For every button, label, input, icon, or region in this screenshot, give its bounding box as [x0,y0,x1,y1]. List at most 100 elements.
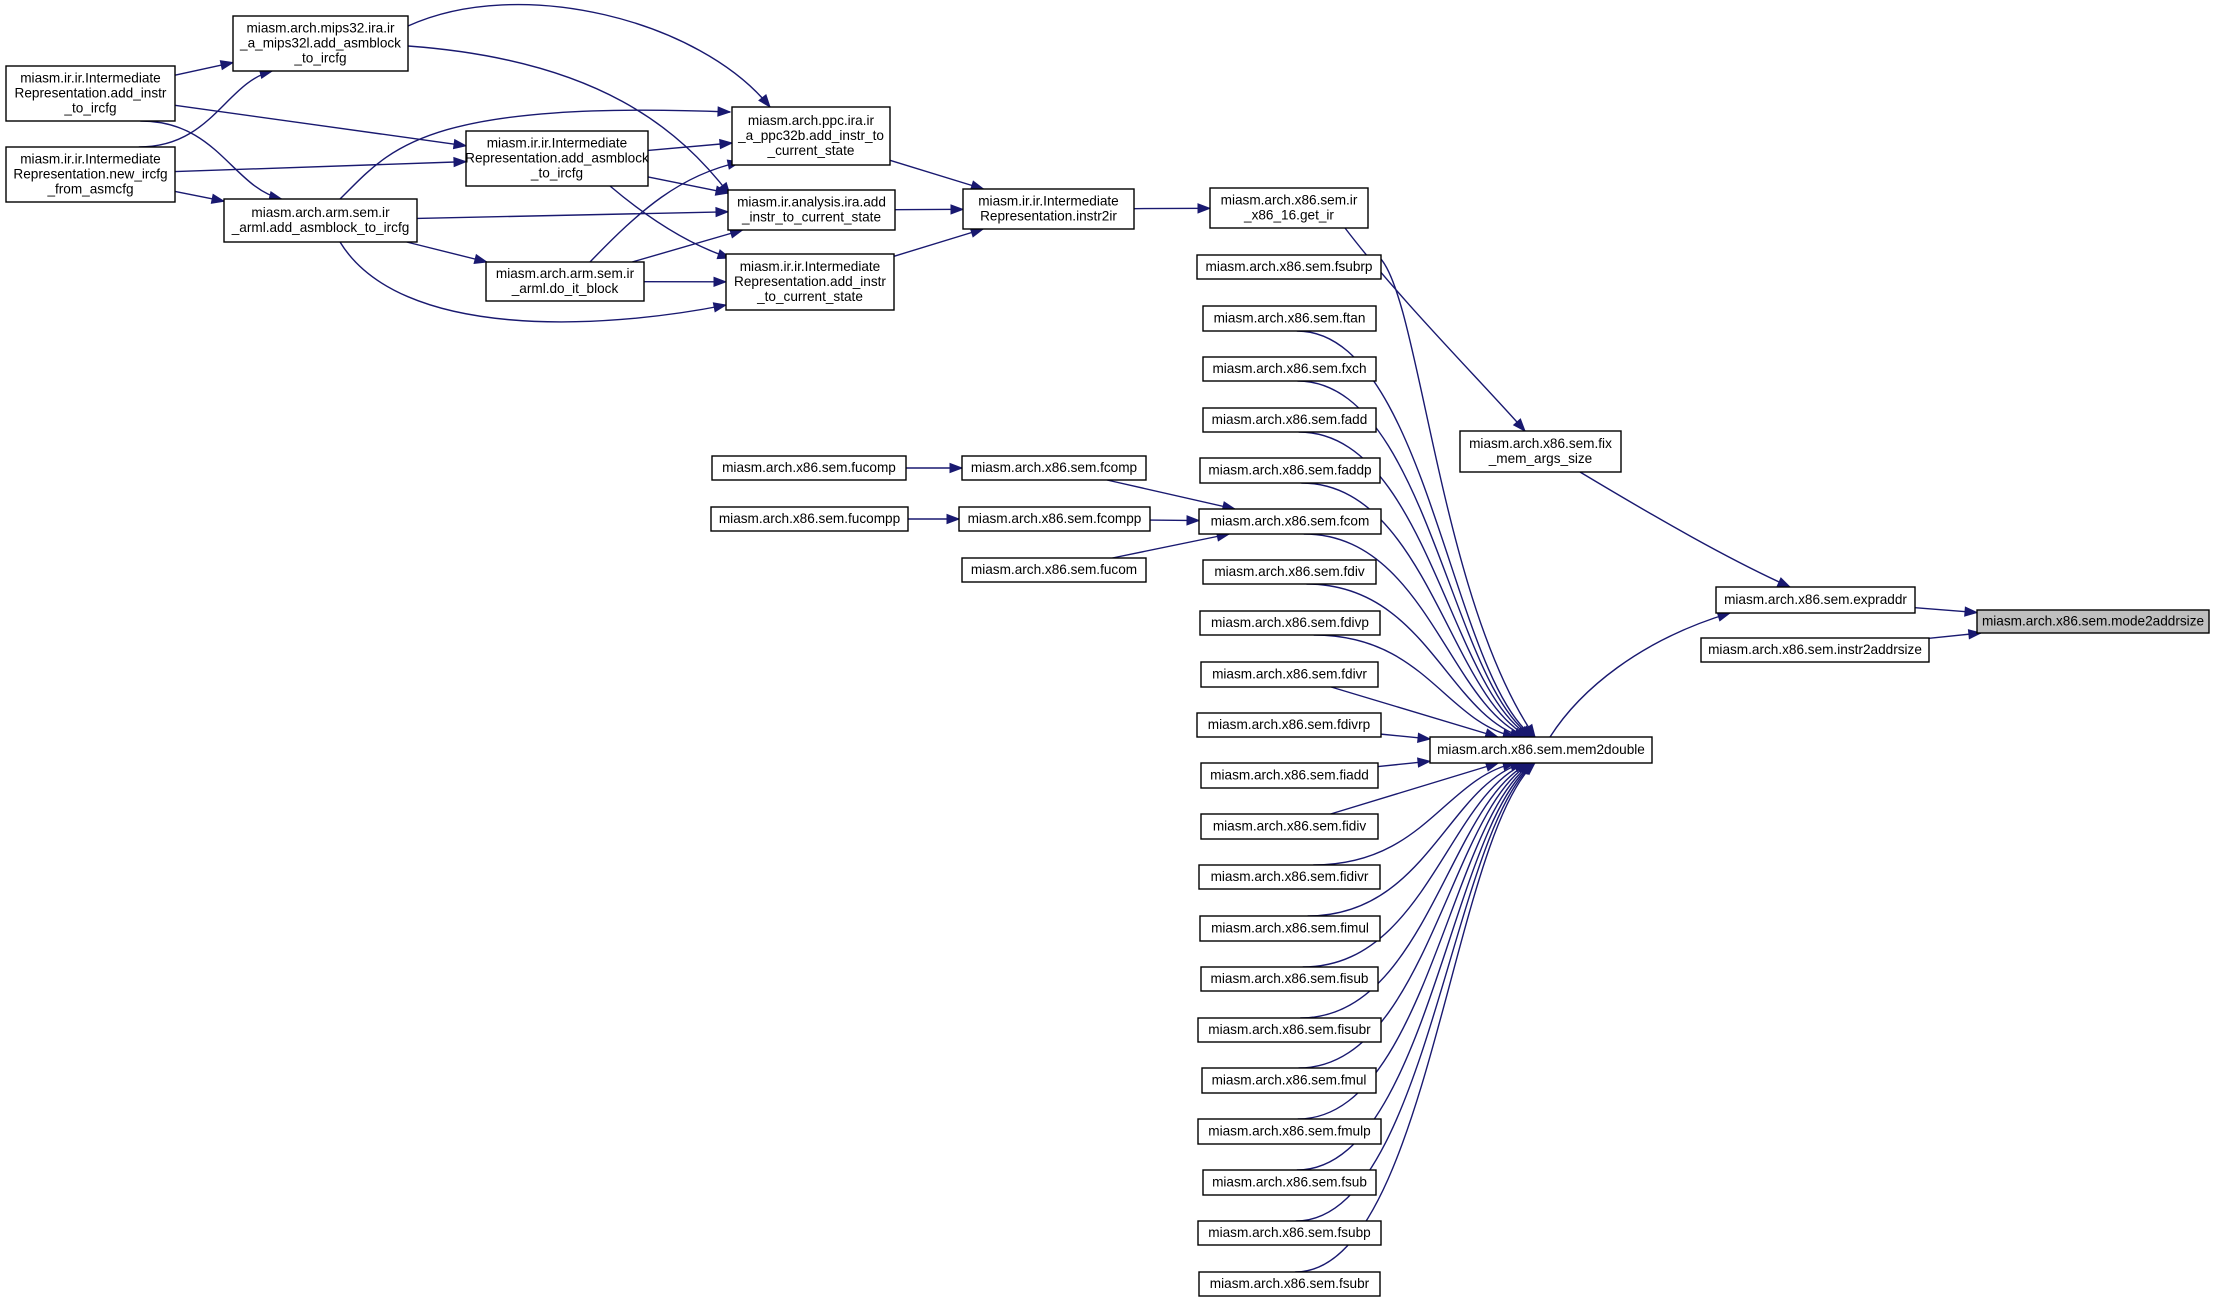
node-arm_do_it[interactable]: miasm.arch.arm.sem.ir_arml.do_it_block [485,261,645,302]
node-label: _instr_to_current_state [741,210,881,225]
edge-line [174,104,467,147]
node-fcom[interactable]: miasm.arch.x86.sem.fcom [1198,508,1382,535]
node-box [711,455,907,481]
node-mem2double[interactable]: miasm.arch.x86.sem.mem2double [1429,736,1653,764]
edge-line [893,228,984,257]
edge-arrowhead [713,276,728,288]
edge-arrowhead [452,138,468,150]
node-label: miasm.arch.arm.sem.ir [251,205,390,220]
node-box [1209,187,1369,229]
node-fmulp[interactable]: miasm.arch.x86.sem.fmulp [1197,1118,1382,1145]
edge-line [416,211,729,220]
node-label: _arml.do_it_block [511,281,619,296]
node-fidiv[interactable]: miasm.arch.x86.sem.fidiv [1200,813,1379,840]
node-box [1200,813,1379,840]
edge-line [1379,257,1536,738]
node-label: miasm.arch.x86.sem.ftan [1214,311,1366,326]
node-label: miasm.arch.x86.sem.ir [1221,193,1358,208]
edge-arrowhead [719,138,734,150]
node-box [727,189,896,231]
node-ppc_add[interactable]: miasm.arch.ppc.ira.ir_a_ppc32b.add_instr… [731,106,891,166]
node-instr2ir[interactable]: miasm.ir.ir.IntermediateRepresentation.i… [962,188,1135,230]
node-ir_new_ircfg[interactable]: miasm.ir.ir.IntermediateRepresentation.n… [5,146,176,203]
node-fucomp[interactable]: miasm.arch.x86.sem.fucomp [711,455,907,481]
node-fsubp[interactable]: miasm.arch.x86.sem.fsubp [1197,1220,1382,1246]
node-fcompp[interactable]: miasm.arch.x86.sem.fcompp [958,506,1151,532]
node-fadd[interactable]: miasm.arch.x86.sem.fadd [1202,407,1377,433]
node-expraddr[interactable]: miasm.arch.x86.sem.expraddr [1715,586,1916,614]
node-label: Representation.add_instr [15,86,167,101]
node-fix_mem[interactable]: miasm.arch.x86.sem.fix_mem_args_size [1459,430,1622,473]
edge-ir_new_ircfg-to-ir_add_asm [174,156,468,173]
node-fdivp[interactable]: miasm.arch.x86.sem.fdivp [1199,610,1381,636]
node-ira_add[interactable]: miasm.ir.analysis.ira.add_instr_to_curre… [727,189,896,231]
node-box [465,130,649,187]
node-fdivr[interactable]: miasm.arch.x86.sem.fdivr [1200,661,1379,688]
node-box [1429,736,1653,764]
node-get_ir[interactable]: miasm.arch.x86.sem.ir_x86_16.get_ir [1209,187,1369,229]
edge-ir_new_ircfg-to-arm_asm [174,190,226,204]
node-box [1196,254,1382,280]
node-box [5,146,176,203]
node-fisub[interactable]: miasm.arch.x86.sem.fisub [1200,966,1379,992]
node-arm_asm[interactable]: miasm.arch.arm.sem.ir_arml.add_asmblock_… [223,198,418,243]
node-label: _a_mips32l.add_asmblock [239,36,401,51]
edge-fiadd-to-mem2double [1377,757,1432,768]
node-box [1200,661,1379,688]
node-mips_asm[interactable]: miasm.arch.mips32.ira.ir_a_mips32l.add_a… [232,15,409,72]
node-label: miasm.arch.ppc.ira.ir [748,113,875,128]
node-label: _arml.add_asmblock_to_ircfg [231,220,410,235]
node-label: miasm.arch.x86.sem.mode2addrsize [1982,614,2204,629]
node-label: miasm.arch.x86.sem.fcompp [968,511,1142,526]
node-ir_add_instr_ircfg[interactable]: miasm.ir.ir.IntermediateRepresentation.a… [5,65,176,122]
node-label: miasm.arch.x86.sem.fidiv [1213,819,1367,834]
edge-ir_add_instr_ircfg-to-ir_add_asm [174,104,468,150]
edge-fucomp-to-fcomp [906,462,964,474]
edge-line [1549,612,1731,738]
node-fmul[interactable]: miasm.arch.x86.sem.fmul [1201,1067,1377,1094]
node-label: miasm.arch.x86.sem.fsubp [1208,1225,1370,1240]
edge-ir_add_asm-to-ira_add [647,176,730,196]
edge-arrowhead [1776,577,1792,588]
edge-instr2ir-to-get_ir [1133,203,1212,214]
node-label: miasm.arch.x86.sem.faddp [1208,463,1371,478]
node-mode2addrsize[interactable]: miasm.arch.x86.sem.mode2addrsize [1976,609,2210,634]
node-label: miasm.arch.x86.sem.mem2double [1437,742,1645,757]
edge-arrowhead [715,206,730,218]
node-fucompp[interactable]: miasm.arch.x86.sem.fucompp [710,506,909,532]
node-fimul[interactable]: miasm.arch.x86.sem.fimul [1199,915,1381,942]
node-ftan[interactable]: miasm.arch.x86.sem.ftan [1202,305,1377,332]
edge-layer [138,3,1983,1273]
edge-arrowhead [1964,606,1979,617]
edge-arrowhead [1186,515,1201,526]
node-fcomp[interactable]: miasm.arch.x86.sem.fcomp [961,455,1147,481]
node-fidivr[interactable]: miasm.arch.x86.sem.fidivr [1198,864,1381,890]
node-fdiv[interactable]: miasm.arch.x86.sem.fdiv [1202,559,1377,585]
node-fsubr[interactable]: miasm.arch.x86.sem.fsubr [1198,1271,1381,1297]
node-box [1202,305,1377,332]
edge-line [1296,762,1534,1171]
edge-arrowhead [1522,762,1536,776]
node-label: _x86_16.get_ir [1243,208,1334,223]
node-ir_add_cur[interactable]: miasm.ir.ir.IntermediateRepresentation.a… [725,253,895,311]
node-ir_add_asm[interactable]: miasm.ir.ir.IntermediateRepresentation.a… [465,130,649,187]
node-label: miasm.arch.x86.sem.fxch [1212,361,1366,376]
node-label: miasm.arch.arm.sem.ir [496,266,635,281]
edge-line [174,160,467,173]
edge-fcomp-to-fcom [1106,479,1237,512]
node-instr2addrsize[interactable]: miasm.arch.x86.sem.instr2addrsize [1700,637,1930,663]
node-fsub[interactable]: miasm.arch.x86.sem.fsub [1202,1169,1377,1196]
node-fdivrp[interactable]: miasm.arch.x86.sem.fdivrp [1196,712,1382,738]
edge-line [1307,762,1523,917]
edge-fix_mem-to-expraddr [1579,471,1792,588]
node-fucom[interactable]: miasm.arch.x86.sem.fucom [961,557,1147,583]
node-fisubr[interactable]: miasm.arch.x86.sem.fisubr [1197,1017,1382,1043]
node-fiadd[interactable]: miasm.arch.x86.sem.fiadd [1200,762,1379,789]
node-fxch[interactable]: miasm.arch.x86.sem.fxch [1202,356,1377,382]
edge-line [1313,762,1516,866]
node-fsubrp[interactable]: miasm.arch.x86.sem.fsubrp [1196,254,1382,280]
edge-arrowhead [219,60,235,71]
node-label: Representation.instr2ir [980,209,1117,224]
node-faddp[interactable]: miasm.arch.x86.sem.faddp [1199,457,1381,484]
node-box [1197,1118,1382,1145]
